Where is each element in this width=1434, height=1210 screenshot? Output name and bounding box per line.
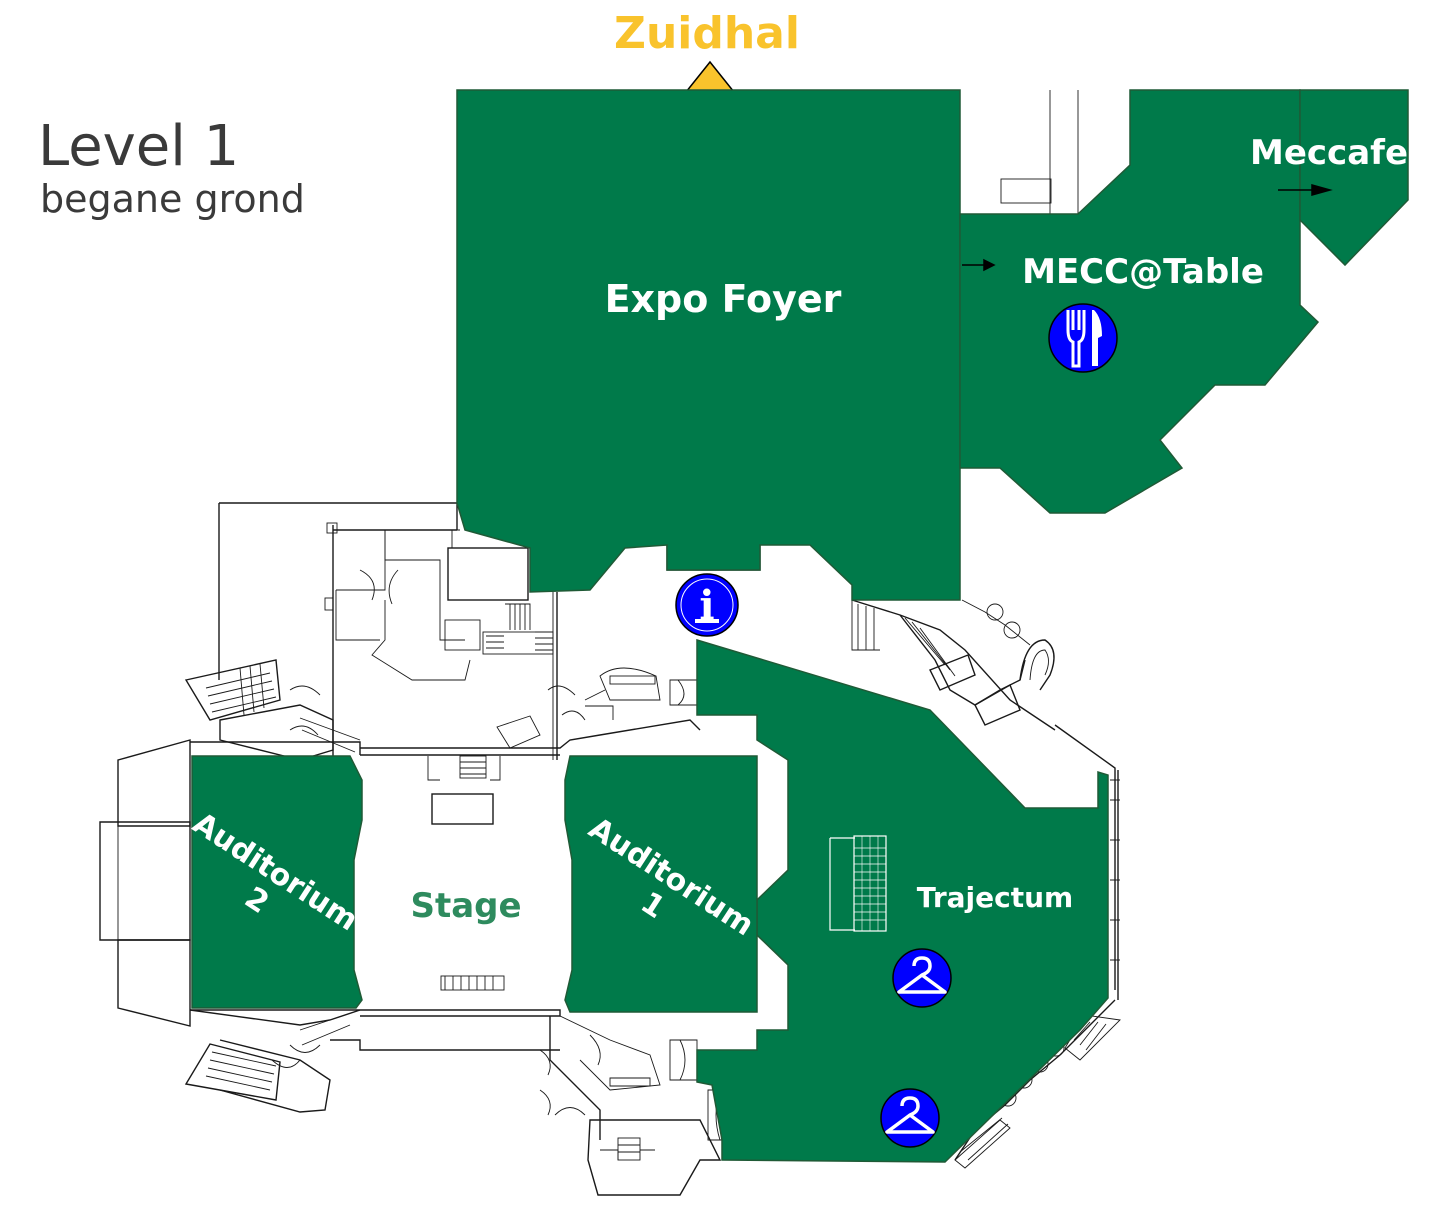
auditorium-1-area[interactable]: [564, 755, 758, 1013]
level-subtitle: begane grond: [40, 177, 305, 221]
meccafe-area[interactable]: [1299, 89, 1409, 267]
expo-foyer-label: Expo Foyer: [605, 277, 842, 321]
zuidhal-label[interactable]: Zuidhal: [614, 8, 800, 59]
stage-label: Stage: [410, 886, 521, 926]
meccafe-label: Meccafe: [1250, 133, 1408, 173]
mecc-table-label: MECC@Table: [1022, 252, 1264, 292]
trajectum-area[interactable]: [696, 638, 1109, 1163]
expo-foyer-area[interactable]: [456, 89, 961, 601]
entrance-arrow-icon: [1278, 184, 1333, 196]
coat-hanger-icon[interactable]: [880, 1088, 940, 1148]
info-icon[interactable]: i: [675, 573, 739, 637]
coat-hanger-icon[interactable]: [892, 948, 952, 1008]
building-walls: [99, 90, 1121, 1196]
trajectum-stairs: [829, 835, 887, 932]
mecc-table-area[interactable]: [959, 89, 1320, 514]
cutlery-icon[interactable]: [1048, 303, 1118, 373]
auditorium-2-area[interactable]: [191, 755, 363, 1009]
trajectum-label: Trajectum: [917, 881, 1073, 914]
level-title: Level 1: [38, 114, 239, 179]
entrance-arrow-icon: [962, 258, 996, 272]
svg-text:i: i: [699, 582, 714, 629]
